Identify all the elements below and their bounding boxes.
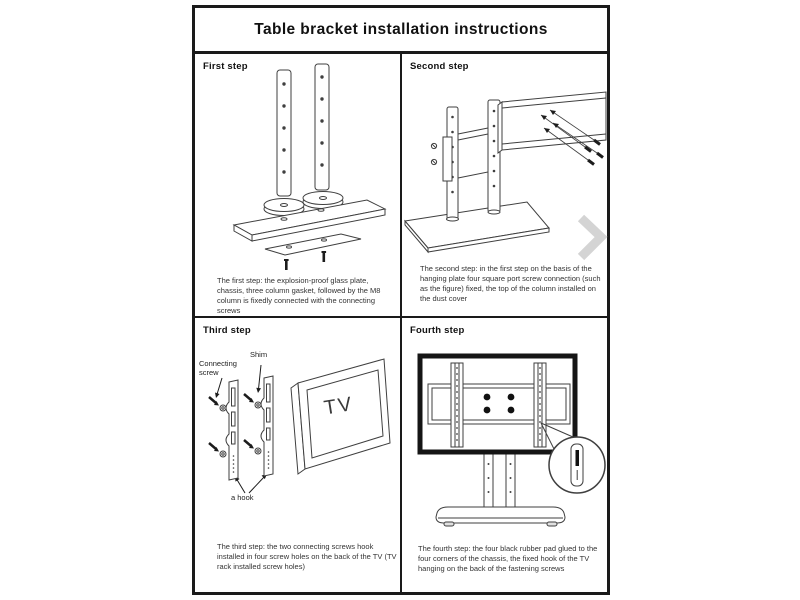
third-step-caption: The third step: the two connecting screw… (217, 542, 397, 571)
second-step-illustration (402, 54, 607, 262)
hanging-plate-illustration (498, 92, 606, 153)
second-step-caption: The second step: in the first step on th… (420, 264, 601, 303)
steps-grid: First step (195, 54, 607, 592)
connecting-screw-label: Connecting screw (199, 359, 237, 377)
first-step-illustration (195, 54, 400, 270)
hook-pin-icon (575, 450, 579, 466)
washer-icons (220, 402, 261, 457)
hook-label: a hook (231, 493, 254, 502)
column-right-illustration (315, 64, 329, 190)
first-step-heading: First step (203, 61, 248, 72)
panel-first-step: First step (195, 54, 400, 316)
magnifier-callout-illustration (541, 423, 605, 493)
tv-back-illustration (420, 356, 575, 452)
panel-fourth-step: Fourth step (402, 318, 607, 592)
grid-horizontal-divider (195, 316, 607, 318)
screw-dots (483, 393, 515, 414)
glass-plate-illustration (234, 200, 385, 241)
screw-arrows-illustration (541, 110, 603, 165)
fourth-step-caption: The fourth step: the four black rubber p… (418, 544, 598, 573)
screw-icons (209, 394, 254, 452)
grid-vertical-divider (400, 54, 402, 592)
first-step-caption: The first step: the explosion-proof glas… (217, 276, 381, 315)
chassis-plate-illustration (265, 234, 361, 255)
gasket-right-icon (303, 192, 343, 209)
second-step-heading: Second step (410, 61, 469, 72)
panel-second-step: Second step (402, 54, 607, 316)
base-illustration (436, 507, 565, 526)
screw-icon (431, 143, 436, 164)
next-image-button[interactable] (574, 211, 610, 265)
screw-icon (585, 140, 603, 165)
instruction-sheet: Table bracket installation instructions … (192, 5, 610, 595)
column-left-illustration (277, 70, 291, 196)
panel-third-step: Third step Connecting screw Shim a hook … (195, 318, 400, 592)
third-step-illustration (195, 318, 400, 592)
page-title: Table bracket installation instructions (195, 8, 607, 54)
stand-columns-illustration (484, 452, 515, 508)
fourth-step-illustration (402, 318, 607, 592)
arrowheads (541, 110, 559, 133)
shim-label: Shim (250, 350, 268, 359)
bracket-rail-right-illustration (261, 376, 273, 476)
chevron-right-icon (577, 214, 608, 261)
column-right-illustration (488, 100, 500, 214)
mounting-tab-illustration (431, 137, 452, 181)
hanging-plate (428, 384, 570, 424)
tv-illustration (291, 359, 390, 474)
connecting-screw-icon (284, 251, 327, 270)
base-plate-illustration (405, 202, 549, 252)
fourth-step-heading: Fourth step (410, 325, 465, 336)
rail-left (451, 363, 463, 447)
cross-plate-illustration (458, 128, 488, 178)
gasket-left-icon (264, 199, 304, 216)
label-arrows (215, 365, 267, 493)
bracket-rail-left-illustration (226, 380, 238, 480)
rail-right (534, 363, 546, 447)
third-step-heading: Third step (203, 325, 251, 336)
